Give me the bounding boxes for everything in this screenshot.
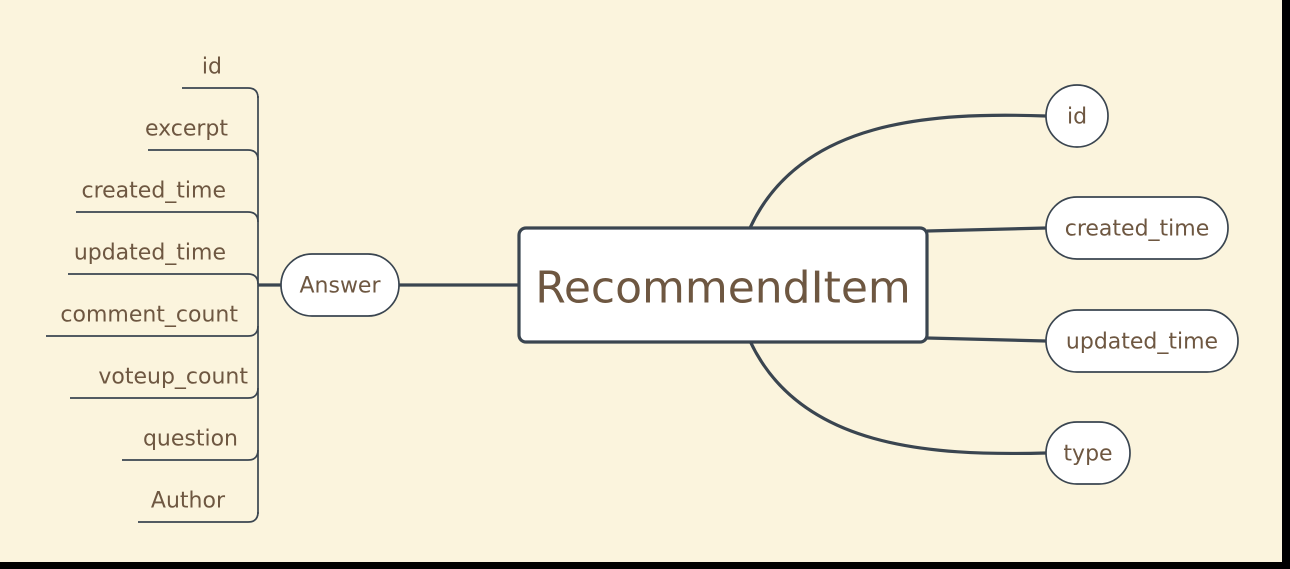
edge-root-to-updated-time	[926, 336, 1047, 343]
edge-root-to-id	[748, 113, 1047, 229]
node-leaf-updated-time-label: updated_time	[1066, 330, 1218, 355]
edge-root-to-type	[748, 340, 1047, 456]
node-recommenditem-shape	[517, 226, 929, 344]
attribute-connector-id	[182, 87, 259, 99]
attribute-label-created-time: created_time	[81, 179, 226, 204]
node-leaf-id[interactable]: id	[1045, 84, 1109, 148]
node-leaf-updated-time[interactable]: updated_time	[1045, 309, 1239, 373]
attribute-label-comment-count: comment_count	[60, 303, 238, 328]
node-leaf-updated-time-shape	[1045, 309, 1239, 373]
attribute-connector-excerpt	[148, 149, 259, 161]
node-leaf-type-label: type	[1063, 442, 1112, 467]
node-leaf-type-shape	[1045, 421, 1131, 485]
left-attribute-labels: id excerpt created_time updated_time com…	[60, 55, 248, 514]
viewport-bottom-edge	[0, 562, 1290, 569]
attribute-connector-question	[122, 449, 259, 461]
viewport-right-edge	[1282, 0, 1290, 569]
attribute-connector-updated-time	[68, 273, 259, 285]
attribute-label-excerpt: excerpt	[145, 117, 228, 142]
attribute-label-updated-time: updated_time	[74, 241, 226, 266]
left-attribute-connectors	[46, 87, 259, 523]
node-answer-shape	[280, 253, 400, 317]
node-leaf-created-time-shape	[1045, 196, 1229, 260]
node-answer-label: Answer	[299, 274, 381, 299]
attribute-connector-author	[138, 511, 259, 523]
attribute-connector-voteup-count	[70, 387, 259, 399]
attribute-label-voteup-count: voteup_count	[98, 365, 248, 390]
node-leaf-type[interactable]: type	[1045, 421, 1131, 485]
node-leaf-id-shape	[1045, 84, 1109, 148]
attribute-connector-created-time	[76, 211, 259, 223]
node-leaf-created-time[interactable]: created_time	[1045, 196, 1229, 260]
node-answer[interactable]: Answer	[280, 253, 400, 317]
attribute-label-id: id	[202, 55, 222, 80]
node-recommenditem-label: RecommendItem	[535, 263, 911, 314]
node-leaf-id-label: id	[1067, 105, 1087, 130]
node-recommenditem[interactable]: RecommendItem	[517, 226, 929, 344]
edge-root-to-created-time	[926, 226, 1047, 233]
node-leaf-created-time-label: created_time	[1065, 217, 1210, 242]
attribute-label-author: Author	[151, 489, 226, 514]
attribute-label-question: question	[143, 427, 238, 452]
attribute-connector-comment-count	[46, 325, 259, 337]
